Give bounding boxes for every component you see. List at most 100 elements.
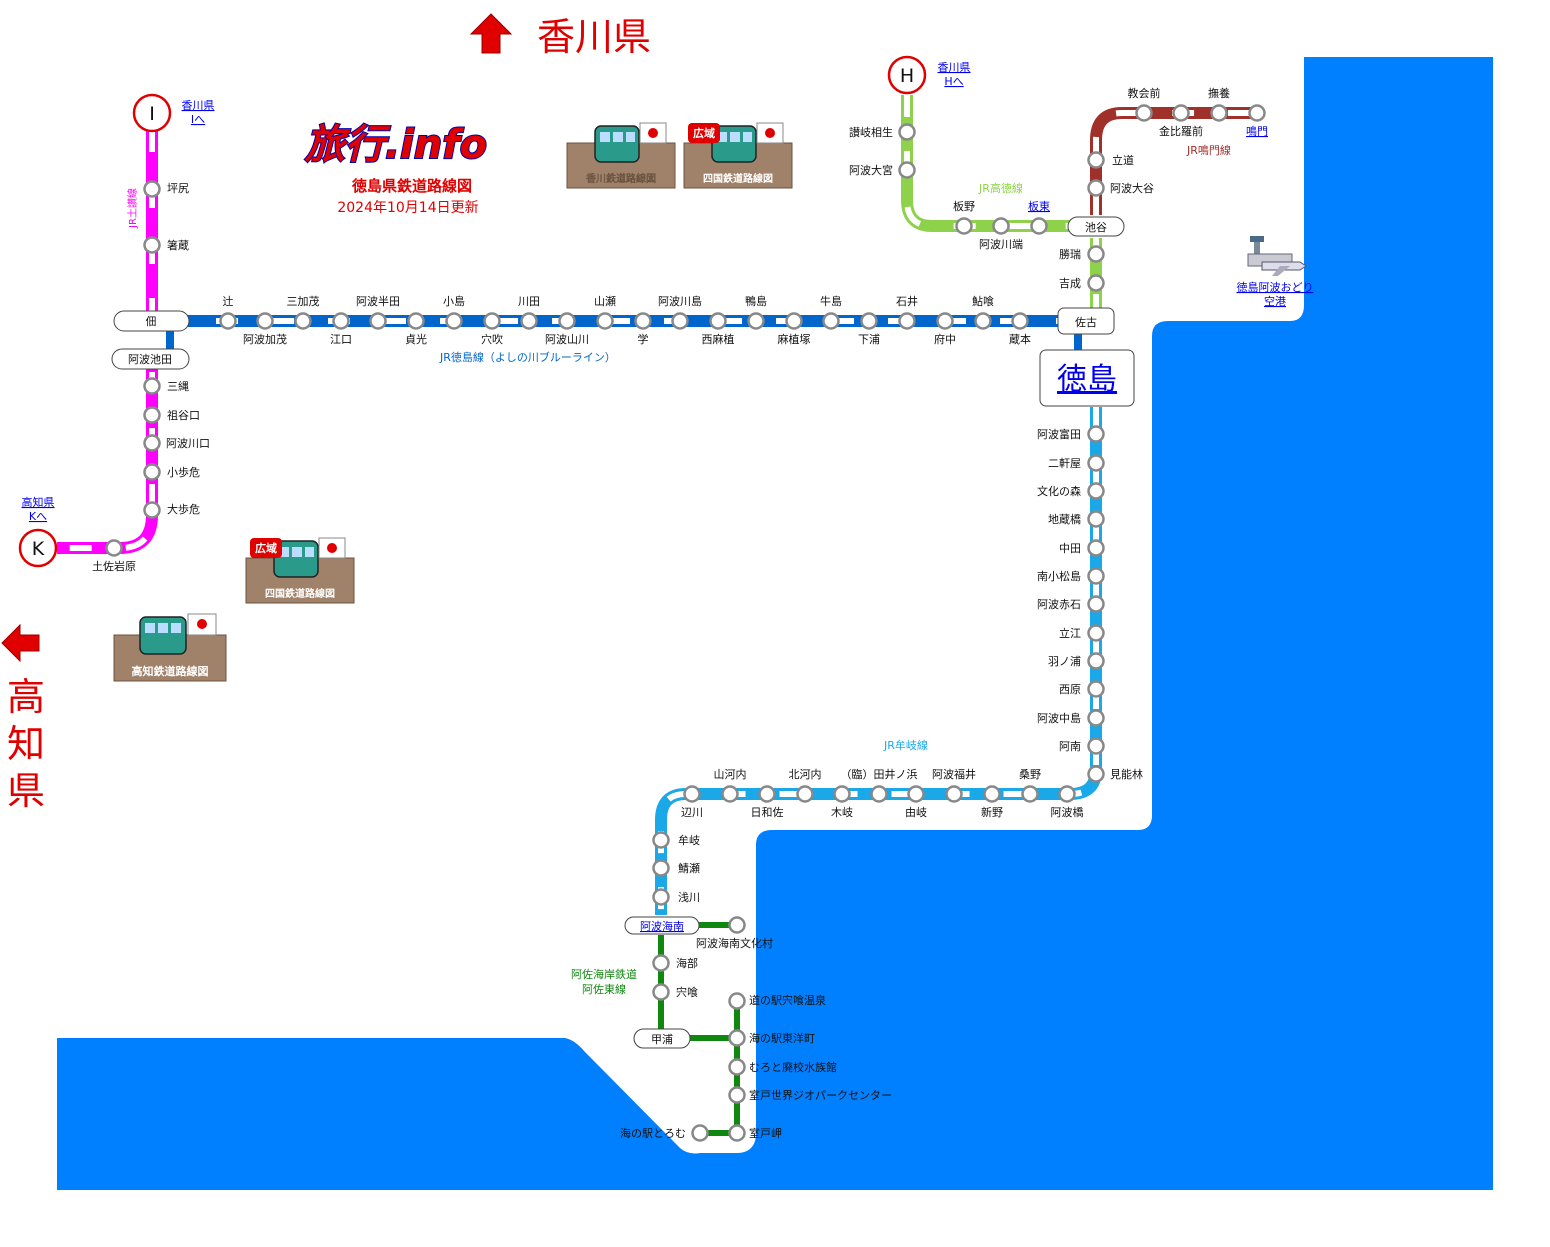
station-uminoeki-toyo[interactable] bbox=[728, 1029, 746, 1047]
station-tsuji[interactable] bbox=[219, 312, 237, 330]
hub-tsukuda[interactable]: 佃 bbox=[113, 310, 190, 332]
station-sannawa[interactable] bbox=[143, 377, 161, 395]
station-michinoeki-shishikui[interactable] bbox=[728, 992, 746, 1010]
svg-text:浅川: 浅川 bbox=[678, 891, 700, 904]
station-minamikomatsushima[interactable] bbox=[1087, 567, 1105, 585]
terminal-h[interactable]: H 香川県 Hへ bbox=[887, 55, 971, 95]
svg-text:Iへ: Iへ bbox=[191, 113, 205, 126]
signboard-shikoku-1[interactable]: 広域 四国鉄道路線図 bbox=[683, 122, 793, 189]
hub-awaikeda[interactable]: 阿波池田 bbox=[111, 348, 190, 370]
hub-kainan[interactable]: 阿波海南 bbox=[624, 916, 700, 935]
station-awatachibana[interactable] bbox=[1058, 785, 1076, 803]
station-arano[interactable] bbox=[983, 785, 1001, 803]
station-itano[interactable] bbox=[955, 217, 973, 235]
station-shozui[interactable] bbox=[1087, 245, 1105, 263]
station-awaotani[interactable] bbox=[1087, 179, 1105, 197]
station-kyokaimae[interactable] bbox=[1135, 104, 1153, 122]
station-tosaiwahara[interactable] bbox=[105, 539, 123, 557]
station-bando[interactable] bbox=[1030, 217, 1048, 235]
station-awatomida[interactable] bbox=[1087, 425, 1105, 443]
station-kuramoto[interactable] bbox=[1011, 312, 1029, 330]
station-anabuki[interactable] bbox=[483, 312, 501, 330]
station-sanukiaioi[interactable] bbox=[898, 123, 916, 141]
station-shimoura[interactable] bbox=[860, 312, 878, 330]
station-tsubojiri[interactable] bbox=[143, 180, 161, 198]
station-naruto[interactable] bbox=[1248, 104, 1266, 122]
station-anan[interactable] bbox=[1087, 737, 1105, 755]
hub-ikenotani[interactable]: 池谷 bbox=[1067, 216, 1125, 237]
station-murotomisaki[interactable] bbox=[728, 1124, 746, 1142]
station-awakawashima[interactable] bbox=[671, 312, 689, 330]
station-oboke[interactable] bbox=[143, 501, 161, 519]
station-tatsumichi[interactable] bbox=[1087, 151, 1105, 169]
station-konpiramae[interactable] bbox=[1172, 104, 1190, 122]
terminal-i[interactable]: I 香川県 Iへ bbox=[132, 93, 215, 133]
station-awakawaguchi[interactable] bbox=[143, 434, 161, 452]
station-chuden[interactable] bbox=[1087, 539, 1105, 557]
station-bunkanomori[interactable] bbox=[1087, 482, 1105, 500]
station-kitagawachi[interactable] bbox=[796, 785, 814, 803]
station-oshima[interactable] bbox=[445, 312, 463, 330]
signboard-kochi[interactable]: 高知鉄道路線図 bbox=[113, 613, 227, 682]
station-hegawa[interactable] bbox=[683, 785, 701, 803]
station-jizobashi[interactable] bbox=[1087, 510, 1105, 528]
station-yuki[interactable] bbox=[907, 785, 925, 803]
station-sangamo[interactable] bbox=[294, 312, 312, 330]
station-kou[interactable] bbox=[936, 312, 954, 330]
station-eguchi[interactable] bbox=[332, 312, 350, 330]
station-akui[interactable] bbox=[974, 312, 992, 330]
station-ushinoshima[interactable] bbox=[822, 312, 840, 330]
signboard-shikoku-2[interactable]: 広域 四国鉄道路線図 bbox=[245, 537, 355, 604]
station-awakamo[interactable] bbox=[256, 312, 274, 330]
station-awaomiya[interactable] bbox=[898, 161, 916, 179]
station-hanoura[interactable] bbox=[1087, 652, 1105, 670]
station-kamojima[interactable] bbox=[747, 312, 765, 330]
station-minobayashi[interactable] bbox=[1087, 765, 1105, 783]
line-label-asa-2: 阿佐東線 bbox=[582, 982, 626, 996]
station-koboke[interactable] bbox=[143, 463, 161, 481]
station-oezuka[interactable] bbox=[785, 312, 803, 330]
station-shishikui[interactable] bbox=[652, 983, 670, 1001]
station-kiki[interactable] bbox=[833, 785, 851, 803]
hub-kannoura[interactable]: 甲浦 bbox=[633, 1028, 691, 1049]
station-kainanbunkamura[interactable] bbox=[728, 916, 746, 934]
station-hiwasa[interactable] bbox=[758, 785, 776, 803]
terminal-k[interactable]: K 高知県 Kへ bbox=[18, 495, 58, 568]
station-kuwano[interactable] bbox=[1021, 785, 1039, 803]
station-mugi[interactable] bbox=[652, 831, 670, 849]
station-nishibara[interactable] bbox=[1087, 680, 1105, 698]
station-tatsue[interactable] bbox=[1087, 624, 1105, 642]
hub-sako[interactable]: 佐古 bbox=[1057, 307, 1115, 335]
station-awafukui[interactable] bbox=[945, 785, 963, 803]
station-muya[interactable] bbox=[1210, 104, 1228, 122]
station-awahanda[interactable] bbox=[369, 312, 387, 330]
station-kaifu[interactable] bbox=[652, 954, 670, 972]
station-iyaguchi[interactable] bbox=[143, 406, 161, 424]
station-tainohama[interactable] bbox=[870, 785, 888, 803]
station-muroto-aquarium[interactable] bbox=[728, 1058, 746, 1076]
station-awanakashima[interactable] bbox=[1087, 709, 1105, 727]
airport-link[interactable]: 徳島阿波おどり 空港 bbox=[1237, 236, 1314, 308]
station-nishioe[interactable] bbox=[709, 312, 727, 330]
station-uminoeki-toromu[interactable] bbox=[691, 1124, 709, 1142]
station-hashikura[interactable] bbox=[143, 236, 161, 254]
signboard-kagawa[interactable]: 香川鉄道路線図 bbox=[566, 122, 676, 189]
station-asakawa[interactable] bbox=[652, 888, 670, 906]
station-sadamitsu[interactable] bbox=[407, 312, 425, 330]
station-gaku[interactable] bbox=[634, 312, 652, 330]
site-logo[interactable]: 旅行.info bbox=[303, 121, 488, 169]
station-awayamakawa[interactable] bbox=[558, 312, 576, 330]
station-kawata[interactable] bbox=[520, 312, 538, 330]
station-ishii[interactable] bbox=[898, 312, 916, 330]
station-yamase[interactable] bbox=[596, 312, 614, 330]
hub-tokushima[interactable]: 徳島 bbox=[1039, 349, 1135, 407]
station-awakawabata[interactable] bbox=[992, 217, 1010, 235]
svg-text:広域: 広域 bbox=[255, 541, 277, 555]
station-awaakaishi[interactable] bbox=[1087, 595, 1105, 613]
svg-text:西原: 西原 bbox=[1059, 683, 1081, 696]
station-yamagawachi[interactable] bbox=[721, 785, 739, 803]
station-saba[interactable] bbox=[652, 859, 670, 877]
station-nikenya[interactable] bbox=[1087, 454, 1105, 472]
station-yoshinari[interactable] bbox=[1087, 274, 1105, 292]
station-geopark-center[interactable] bbox=[728, 1086, 746, 1104]
